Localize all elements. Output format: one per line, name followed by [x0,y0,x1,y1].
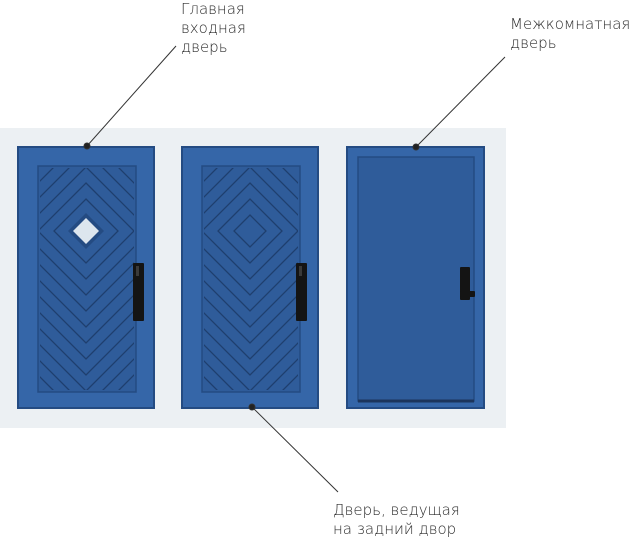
main-door-label: Главная входная дверь [181,0,246,57]
chevron-line [204,326,298,376]
back-yard-door-icon [181,146,319,409]
chevron-line [204,168,298,328]
back-door-label-line: Дверь, ведущая [333,501,460,519]
chevron-line [233,214,267,248]
door-handle-icon [460,267,475,300]
chevron-line [204,294,298,344]
main-door-label-line: Главная [181,0,245,18]
chevron-line [40,168,134,328]
leader-interior-door [412,56,506,151]
chevron-line [53,198,119,264]
chevron-line [204,168,298,296]
back-door-label: Дверь, ведущая на задний двор [333,501,460,539]
chevron-line [40,168,134,312]
chevron-line [40,326,134,376]
interior-door-label: Межкомнатная дверь [510,15,630,53]
chevron-line [40,294,134,344]
door-handle-icon [133,263,144,321]
interior-door-label-line: дверь [510,34,557,52]
chevron-line [217,198,283,264]
main-door-label-line: входная [181,19,246,37]
leader-back-door [248,403,339,493]
chevron-panel-pattern [204,168,298,390]
diamond-window-icon [68,213,104,249]
chevron-line [40,182,134,280]
back-door-label-line: на задний двор [333,520,457,538]
chevron-line [204,182,298,280]
chevron-line [204,310,298,360]
chevron-line [40,168,134,296]
leader-main-door [83,45,177,150]
interior-door-label-line: Межкомнатная [510,15,631,33]
main-door-label-line: дверь [181,38,228,56]
interior-door-icon [346,146,485,409]
chevron-line [40,310,134,360]
door-handle-icon [296,263,307,321]
chevron-line [204,168,298,312]
main-entrance-door-icon [17,146,155,409]
